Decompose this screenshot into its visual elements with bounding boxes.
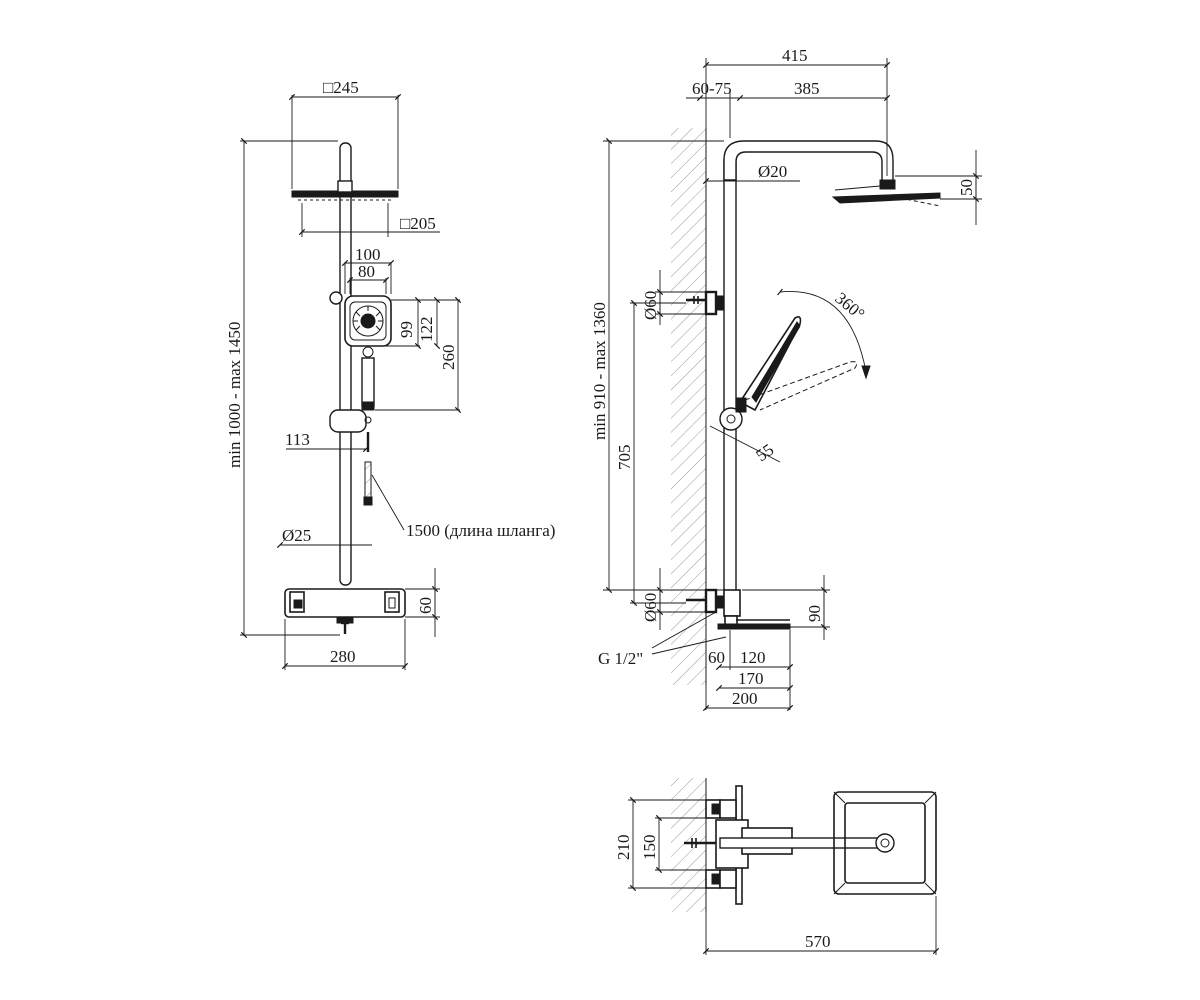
dim-head-inner: □205 (400, 214, 436, 233)
dim-hand-122: 122 (417, 317, 436, 343)
dim-mixer-height-side: 90 (805, 605, 824, 622)
dim-hose-length: 1500 (длина шланга) (406, 521, 555, 540)
dim-wall-offset: 60-75 (692, 79, 732, 98)
dim-60-bottom: 60 (708, 648, 725, 667)
top-shower-arm (719, 837, 885, 849)
front-slide-holder (329, 409, 367, 433)
dim-mixer-height-front: 60 (416, 597, 435, 614)
dim-mixer-width: 280 (330, 647, 356, 666)
dim-arm-diameter: Ø20 (758, 162, 787, 181)
dim-120-bottom: 120 (740, 648, 766, 667)
dim-mount-bottom: Ø60 (641, 593, 660, 622)
front-hand-handle (361, 357, 375, 407)
side-shower-arm (723, 140, 894, 183)
dim-arm-length: 385 (794, 79, 820, 98)
dim-head-size: □245 (323, 78, 359, 97)
dim-total-reach: 415 (782, 46, 808, 65)
side-riser-pipe (723, 159, 737, 595)
front-riser-pipe (339, 142, 352, 586)
dim-rotation: 360° (831, 289, 868, 324)
side-mixer-body (723, 589, 741, 617)
top-wall-hatching (671, 778, 706, 912)
front-view: □245 □205 100 80 99 122 260 min 1000 - m… (225, 78, 555, 670)
dim-top-outer: 210 (614, 835, 633, 861)
side-view: 360° 55 415 60-75 385 Ø20 50 (590, 46, 982, 712)
dim-thread: G 1/2" (598, 649, 643, 668)
dim-hand-99: 99 (397, 321, 416, 338)
dim-200-bottom: 200 (732, 689, 758, 708)
dim-170-bottom: 170 (738, 669, 764, 688)
dim-hand-inner: 80 (358, 262, 375, 281)
side-hand-shower (738, 316, 802, 412)
top-view: 210 150 570 (614, 778, 940, 955)
dim-height-range-front: min 1000 - max 1450 (225, 322, 244, 468)
dim-mount-top: Ø60 (641, 291, 660, 320)
dim-holder-offset: 113 (285, 430, 310, 449)
side-shower-head (831, 192, 941, 204)
side-mixer-shelf (717, 623, 791, 630)
dim-hand-outer: 100 (355, 245, 381, 264)
front-head-connector (337, 180, 353, 193)
front-hose (364, 461, 372, 499)
dim-head-thickness: 50 (957, 179, 976, 196)
dim-hand-260: 260 (439, 345, 458, 371)
dim-hand-angle: 55 (752, 440, 777, 465)
dim-top-total: 570 (805, 932, 831, 951)
side-wall-hatching (671, 128, 706, 685)
dim-top-inner: 150 (640, 835, 659, 861)
top-shower-head (833, 791, 937, 895)
dim-mount-spacing: 705 (615, 445, 634, 471)
dim-pipe-diameter: Ø25 (282, 526, 311, 545)
dim-height-range-side: min 910 - max 1360 (590, 302, 609, 440)
